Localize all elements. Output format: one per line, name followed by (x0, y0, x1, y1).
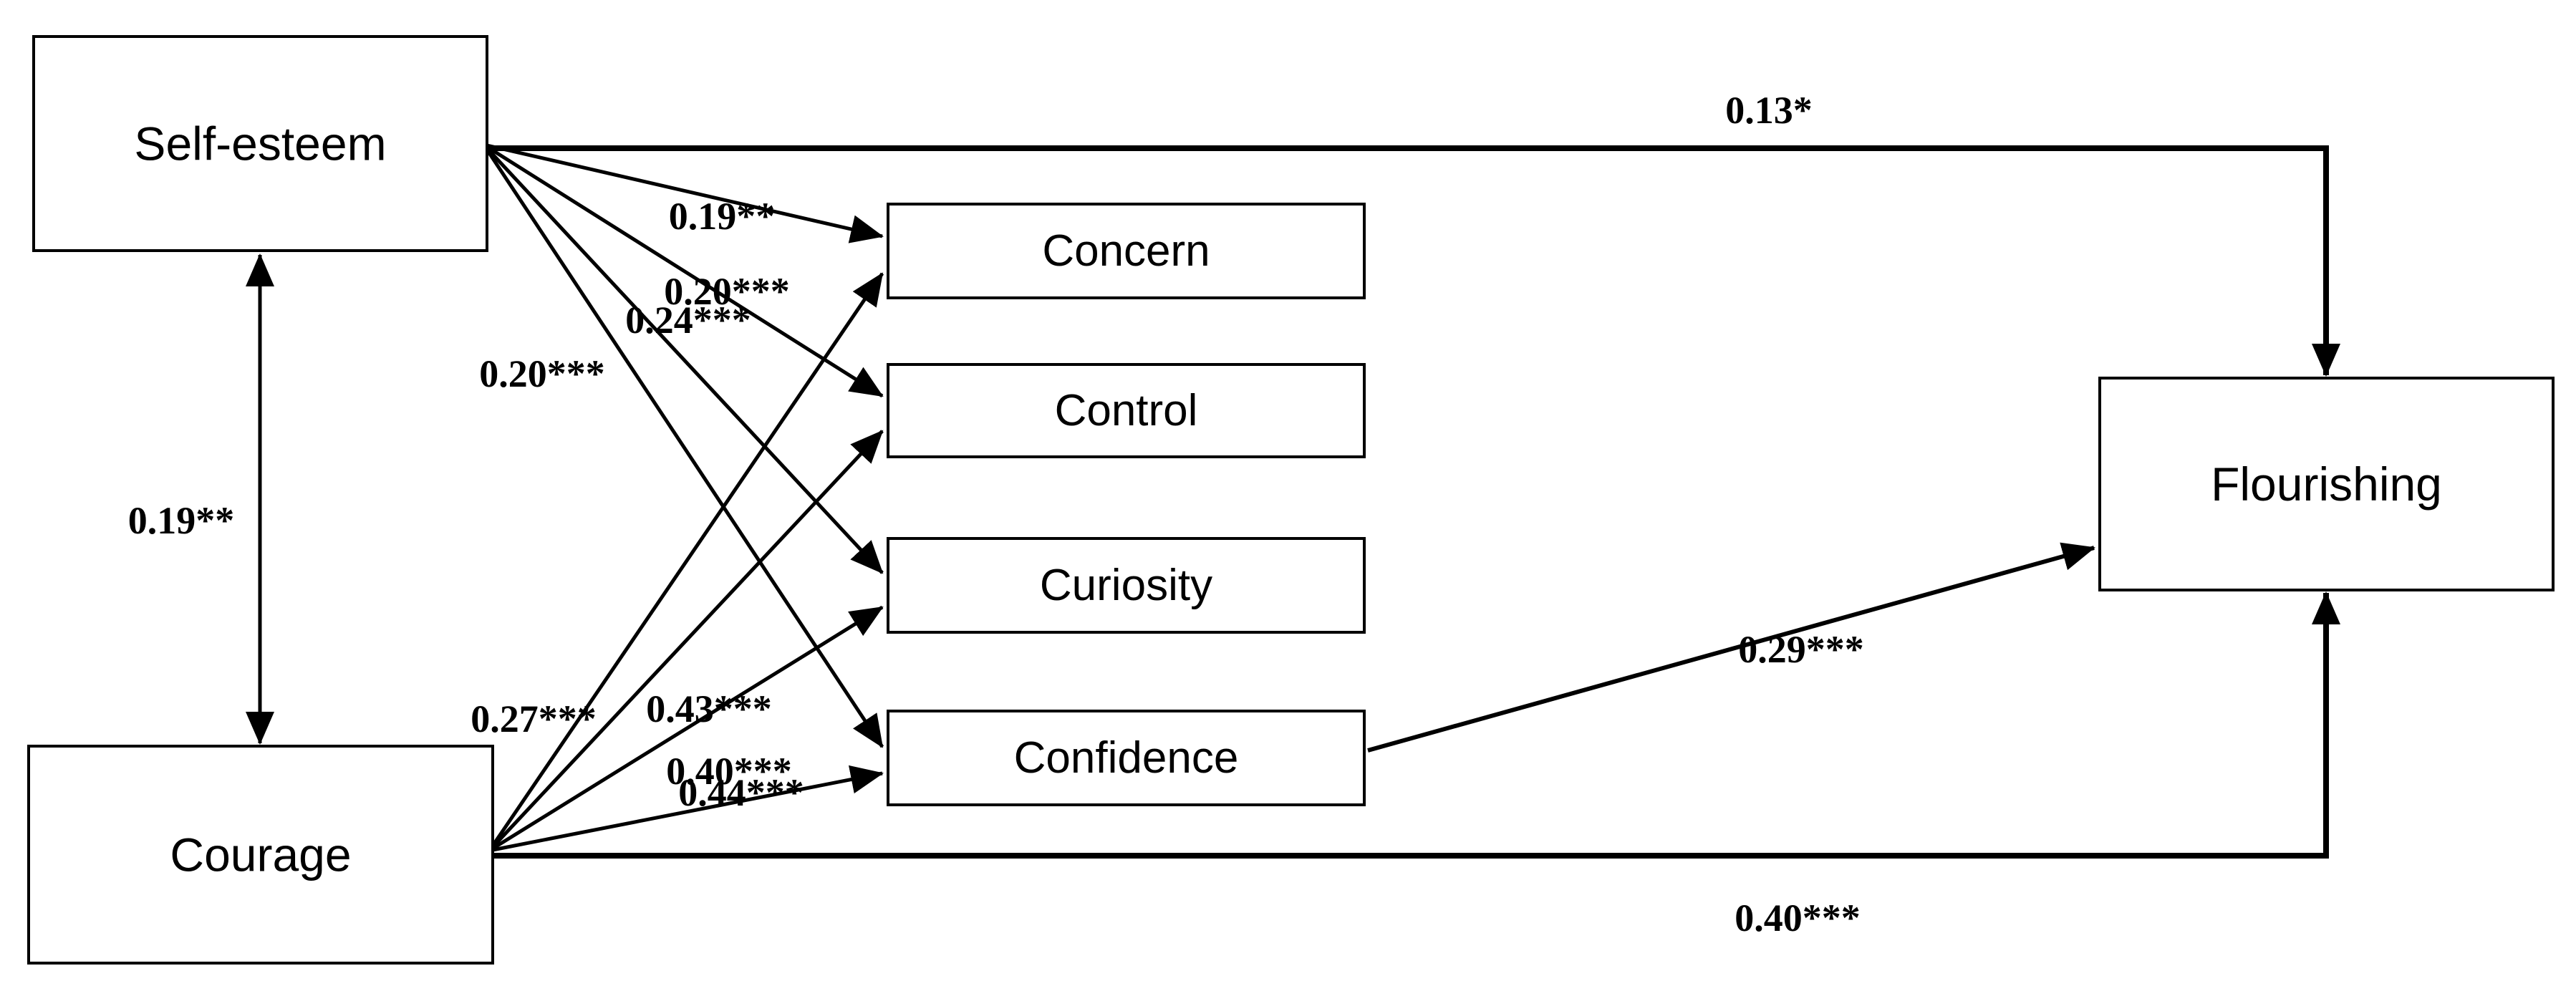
node-label-control: Control (1055, 386, 1198, 435)
node-box-courage (27, 745, 494, 965)
node-control: Control (887, 363, 1366, 458)
edge-label-courage-concern: 0.27*** (471, 697, 597, 740)
edge-label-confidence-flourishing: 0.29*** (1738, 628, 1864, 671)
node-label-confidence: Confidence (1014, 733, 1239, 783)
node-label-self-esteem: Self-esteem (134, 117, 386, 170)
edge-courage-control (491, 430, 884, 849)
edge-label-selfesteem-confidence: 0.20*** (479, 352, 605, 395)
node-self-esteem: Self-esteem (32, 35, 488, 252)
edge-label-selfesteem-control: 0.20*** (664, 270, 790, 313)
node-box-concern (887, 203, 1366, 299)
node-confidence: Confidence (887, 710, 1366, 806)
node-box-confidence (887, 710, 1366, 806)
edge-label-courage-control: 0.43*** (646, 687, 772, 730)
edge-label-courage-flourishing: 0.40*** (1735, 896, 1861, 939)
node-box-self-esteem (32, 35, 488, 252)
node-curiosity: Curiosity (887, 537, 1366, 634)
edge-selfesteem-flourishing (487, 145, 2340, 377)
node-label-courage: Courage (170, 828, 351, 881)
edge-confidence-flourishing (1367, 542, 2095, 753)
node-box-curiosity (887, 537, 1366, 634)
node-courage: Courage (27, 745, 494, 965)
edge-label-courage-curiosity: 0.40*** (666, 750, 792, 793)
edge-label-selfesteem-flourishing: 0.13* (1725, 89, 1813, 132)
node-label-concern: Concern (1042, 226, 1210, 276)
edge-label-courage-confidence: 0.44*** (678, 771, 804, 814)
node-label-flourishing: Flourishing (2211, 458, 2442, 511)
edge-courage-confidence (492, 765, 884, 852)
node-box-control (887, 363, 1366, 458)
node-label-curiosity: Curiosity (1040, 561, 1212, 610)
edge-selfesteem-control (486, 145, 884, 398)
edge-selfesteem-concern (486, 143, 884, 243)
node-flourishing: Flourishing (2098, 377, 2555, 591)
edge-selfesteem-confidence (485, 148, 884, 748)
edge-label-selfesteem-curiosity: 0.24*** (625, 299, 751, 342)
edge-courage-concern (491, 272, 884, 847)
edge-courage-flourishing (493, 591, 2340, 859)
edge-label-selfesteem-courage: 0.19** (128, 499, 235, 542)
node-box-flourishing (2098, 377, 2555, 591)
edge-courage-curiosity (491, 605, 884, 851)
edge-label-selfesteem-concern: 0.19** (669, 195, 776, 238)
node-concern: Concern (887, 203, 1366, 299)
